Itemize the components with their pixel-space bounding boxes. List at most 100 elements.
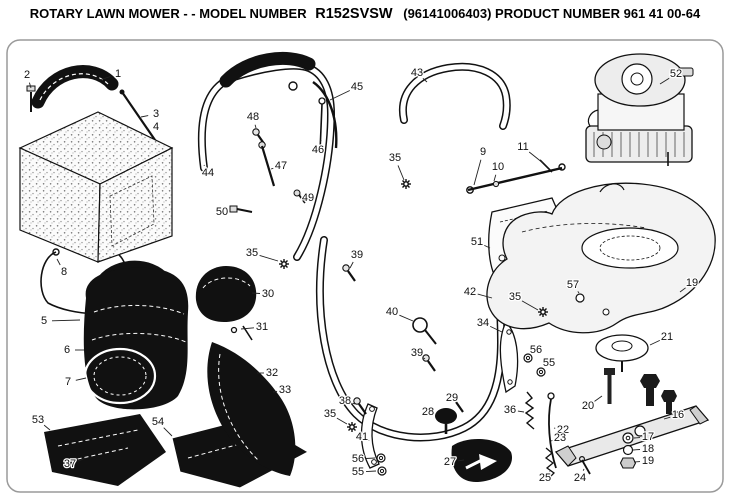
callout-leader-45 bbox=[329, 90, 350, 101]
part-callout-29: 29 bbox=[446, 392, 458, 404]
callout-leader-47 bbox=[270, 167, 274, 170]
upper-handle bbox=[197, 51, 338, 270]
part-callout-19: 19 bbox=[686, 277, 698, 289]
lower-handle bbox=[316, 236, 506, 442]
callout-leader-36 bbox=[517, 410, 525, 413]
callout-leader-39 bbox=[349, 261, 354, 269]
callout-leader-38 bbox=[352, 402, 356, 405]
part-callout-35: 35 bbox=[509, 291, 521, 303]
part-callout-49: 49 bbox=[302, 192, 314, 204]
handle-brace bbox=[398, 62, 511, 190]
blade-bolt-stack bbox=[619, 432, 637, 469]
callout-leader-34 bbox=[490, 325, 503, 333]
part-callout-27: 27 bbox=[444, 456, 456, 468]
arrow-icon bbox=[465, 458, 483, 470]
part-callout-46: 46 bbox=[312, 144, 324, 156]
mower-deck bbox=[486, 182, 716, 334]
washer-55 bbox=[377, 466, 387, 476]
callout-leader-40 bbox=[399, 314, 414, 322]
part-callout-8: 8 bbox=[61, 266, 67, 278]
part-callout-2: 2 bbox=[24, 69, 30, 81]
rear-grip bbox=[451, 439, 513, 483]
callout-leader-20 bbox=[594, 395, 603, 402]
blade-adapter bbox=[595, 334, 677, 414]
part-callout-48: 48 bbox=[247, 111, 259, 123]
callout-leader-16 bbox=[663, 416, 671, 420]
part-callout-10: 10 bbox=[492, 161, 504, 173]
part-callout-43: 43 bbox=[411, 67, 423, 79]
callout-leader-9 bbox=[473, 159, 482, 186]
grass-bag bbox=[83, 260, 189, 410]
callout-leader-37 bbox=[77, 457, 87, 462]
part-callout-55: 55 bbox=[352, 466, 364, 478]
callout-leader-56 bbox=[365, 457, 376, 459]
part-callout-32: 32 bbox=[266, 367, 278, 379]
callout-leader-48 bbox=[254, 124, 257, 129]
bolt-39 bbox=[421, 353, 437, 373]
part-callout-9: 9 bbox=[480, 146, 486, 158]
callout-leader-39 bbox=[423, 357, 426, 360]
part-callout-52: 52 bbox=[670, 68, 682, 80]
callout-leader-35 bbox=[259, 254, 279, 262]
part-callout-39: 39 bbox=[351, 249, 363, 261]
part-callout-25: 25 bbox=[539, 472, 551, 484]
brake-rod-assembly bbox=[544, 392, 591, 479]
control-bail bbox=[312, 81, 338, 149]
part-callout-23: 23 bbox=[554, 432, 566, 444]
handle-knob bbox=[435, 401, 464, 434]
washer-56 bbox=[376, 453, 386, 463]
part-callout-5: 5 bbox=[41, 315, 47, 327]
part-callout-22: 22 bbox=[557, 424, 569, 436]
callout-leader-24 bbox=[582, 468, 585, 471]
part-callout-47: 47 bbox=[275, 160, 287, 172]
callout-leader-55 bbox=[365, 470, 377, 473]
part-callout-20: 20 bbox=[582, 400, 594, 412]
star-nut-35 bbox=[537, 306, 549, 318]
callout-leader-35 bbox=[521, 300, 539, 311]
part-callout-40: 40 bbox=[386, 306, 398, 318]
part-callout-3: 3 bbox=[153, 108, 159, 120]
part-callout-16: 16 bbox=[672, 409, 684, 421]
callout-leader-54 bbox=[163, 427, 173, 437]
part-callout-18: 18 bbox=[642, 443, 654, 455]
grass-catcher-assembly bbox=[18, 65, 174, 315]
recoil-starter bbox=[621, 63, 653, 95]
part-callout-6: 6 bbox=[64, 344, 70, 356]
title-text: ROTARY LAWN MOWER - - MODEL NUMBER bbox=[29, 6, 307, 21]
part-callout-39: 39 bbox=[411, 347, 423, 359]
part-callout-19: 19 bbox=[642, 455, 654, 467]
deflector-shield bbox=[44, 414, 166, 486]
callout-leader-21 bbox=[649, 339, 660, 346]
part-callout-36: 36 bbox=[504, 404, 516, 416]
engine bbox=[585, 53, 694, 166]
part-callout-54: 54 bbox=[152, 416, 164, 428]
part-callout-11: 11 bbox=[517, 141, 528, 153]
part-callout-53: 53 bbox=[32, 414, 44, 426]
part-callout-55: 55 bbox=[543, 357, 555, 369]
part-callout-44: 44 bbox=[202, 167, 214, 179]
bolt-39 bbox=[341, 263, 357, 283]
part-callout-42: 42 bbox=[464, 286, 476, 298]
handle-grip bbox=[219, 51, 316, 88]
callout-leader-42 bbox=[477, 293, 493, 299]
page-border bbox=[6, 39, 724, 493]
callout-leader-33 bbox=[272, 390, 278, 393]
part-callout-1: 1 bbox=[115, 68, 121, 80]
callout-leader-11 bbox=[528, 151, 544, 164]
callout-leader-5 bbox=[51, 319, 81, 322]
discharge-chute bbox=[207, 342, 296, 476]
part-callout-56: 56 bbox=[530, 344, 542, 356]
lock-lever bbox=[346, 396, 387, 476]
washer-55 bbox=[536, 367, 546, 377]
part-callout-57: 57 bbox=[567, 279, 579, 291]
callout-leader-41 bbox=[367, 439, 370, 442]
part-callout-24: 24 bbox=[574, 472, 586, 484]
part-callout-35: 35 bbox=[246, 247, 258, 259]
callout-leader-3 bbox=[140, 115, 149, 118]
callout-leader-10 bbox=[493, 174, 497, 182]
callout-leader-46 bbox=[319, 139, 322, 143]
callout-leader-43 bbox=[422, 78, 428, 83]
door-spring bbox=[524, 391, 535, 430]
